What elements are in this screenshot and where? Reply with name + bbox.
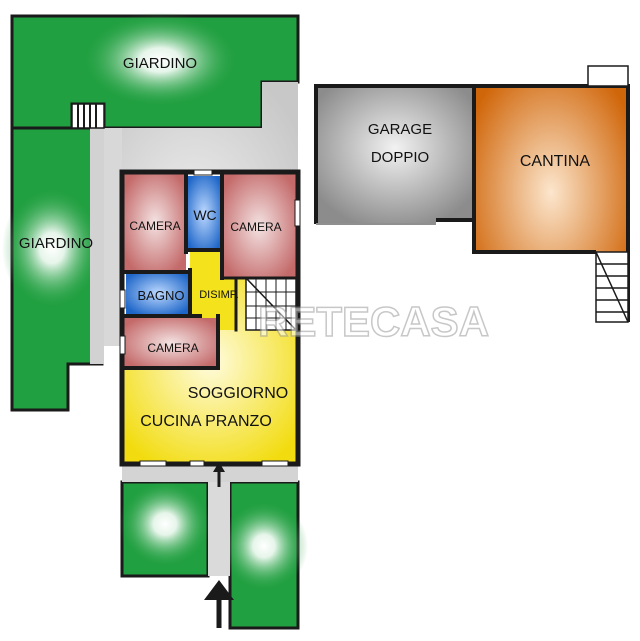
entrance-path [122, 462, 298, 576]
label-garage-2: DOPPIO [371, 149, 429, 166]
garden-steps [71, 103, 105, 129]
label-camera-3: CAMERA [147, 341, 198, 355]
label-cantina: CANTINA [520, 153, 591, 170]
bagno-area [126, 272, 190, 314]
garage [314, 84, 474, 225]
cantina [472, 65, 630, 323]
watermark-text: RETECASA [258, 298, 489, 345]
entrance-arrow-small [213, 462, 225, 487]
garden-top [10, 12, 300, 130]
corridor-outside [90, 82, 298, 364]
garden-left [2, 126, 104, 412]
house [119, 169, 301, 467]
label-garage-1: GARAGE [368, 121, 432, 138]
interior-stairs [245, 277, 297, 331]
garden-bottom-left [119, 480, 211, 578]
label-garden-top: GIARDINO [123, 55, 197, 72]
label-camera-2: CAMERA [230, 220, 281, 234]
cantina-stairs [595, 251, 629, 323]
camera-3-area [124, 318, 218, 368]
wc-area [186, 176, 222, 250]
label-disimpegno: DISIMP. [199, 289, 239, 301]
camera-2-area [222, 174, 296, 278]
label-garden-left: GIARDINO [19, 235, 93, 252]
camera-1-area [124, 174, 186, 270]
label-living-2: CUCINA PRANZO [140, 413, 272, 430]
entrance-arrow-large [204, 580, 234, 628]
label-wc: WC [193, 207, 216, 223]
watermark: RETECASA [257, 297, 490, 346]
house-windows [119, 169, 301, 467]
label-camera-1: CAMERA [129, 219, 180, 233]
label-bagno: BAGNO [138, 288, 185, 303]
cantina-window [587, 65, 629, 87]
garden-bottom-right [220, 480, 308, 630]
label-living-1: SOGGIORNO [188, 385, 288, 402]
